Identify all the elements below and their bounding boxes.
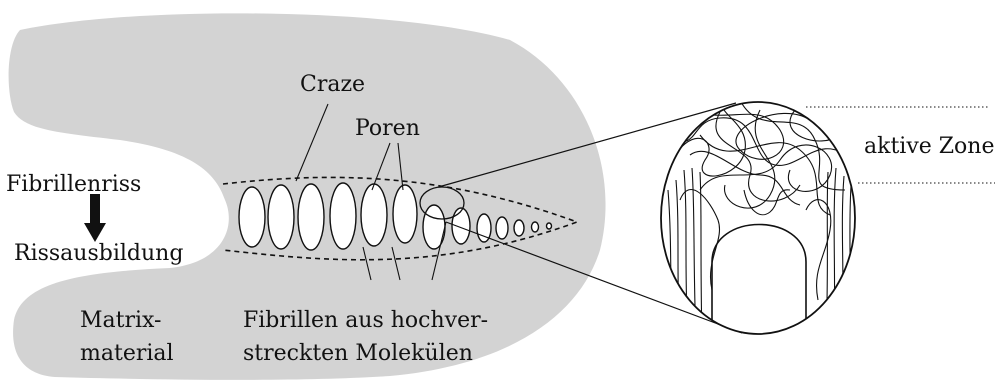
label-poren: Poren [355,116,420,141]
fibril-cell [423,205,445,249]
fibril-cell [268,185,294,249]
label-fibrillen-line1: Fibrillen aus hochver- [243,308,488,333]
fibril-cell [239,187,265,247]
fibril-cell [330,183,356,249]
fibril-cell [452,208,470,244]
fibril-cell [393,185,417,243]
arrow-down-icon [84,194,106,242]
label-matrix-line2: material [80,341,174,366]
label-fibrillenriss: Fibrillenriss [6,172,141,197]
fibril-cell [496,217,508,239]
fibril-cell [532,222,539,232]
label-craze: Craze [300,72,365,97]
label-rissausbildung: Rissausbildung [14,241,183,266]
fibril-cell [298,184,324,250]
zoom-detail [661,95,859,340]
fibril-cell [547,223,552,229]
label-matrix-line1: Matrix- [80,308,162,333]
label-aktive-zone: aktive Zone [864,134,995,159]
fibril-cell [361,184,387,246]
fibril-cell [514,220,524,236]
label-fibrillen-line2: streckten Molekülen [243,341,473,366]
